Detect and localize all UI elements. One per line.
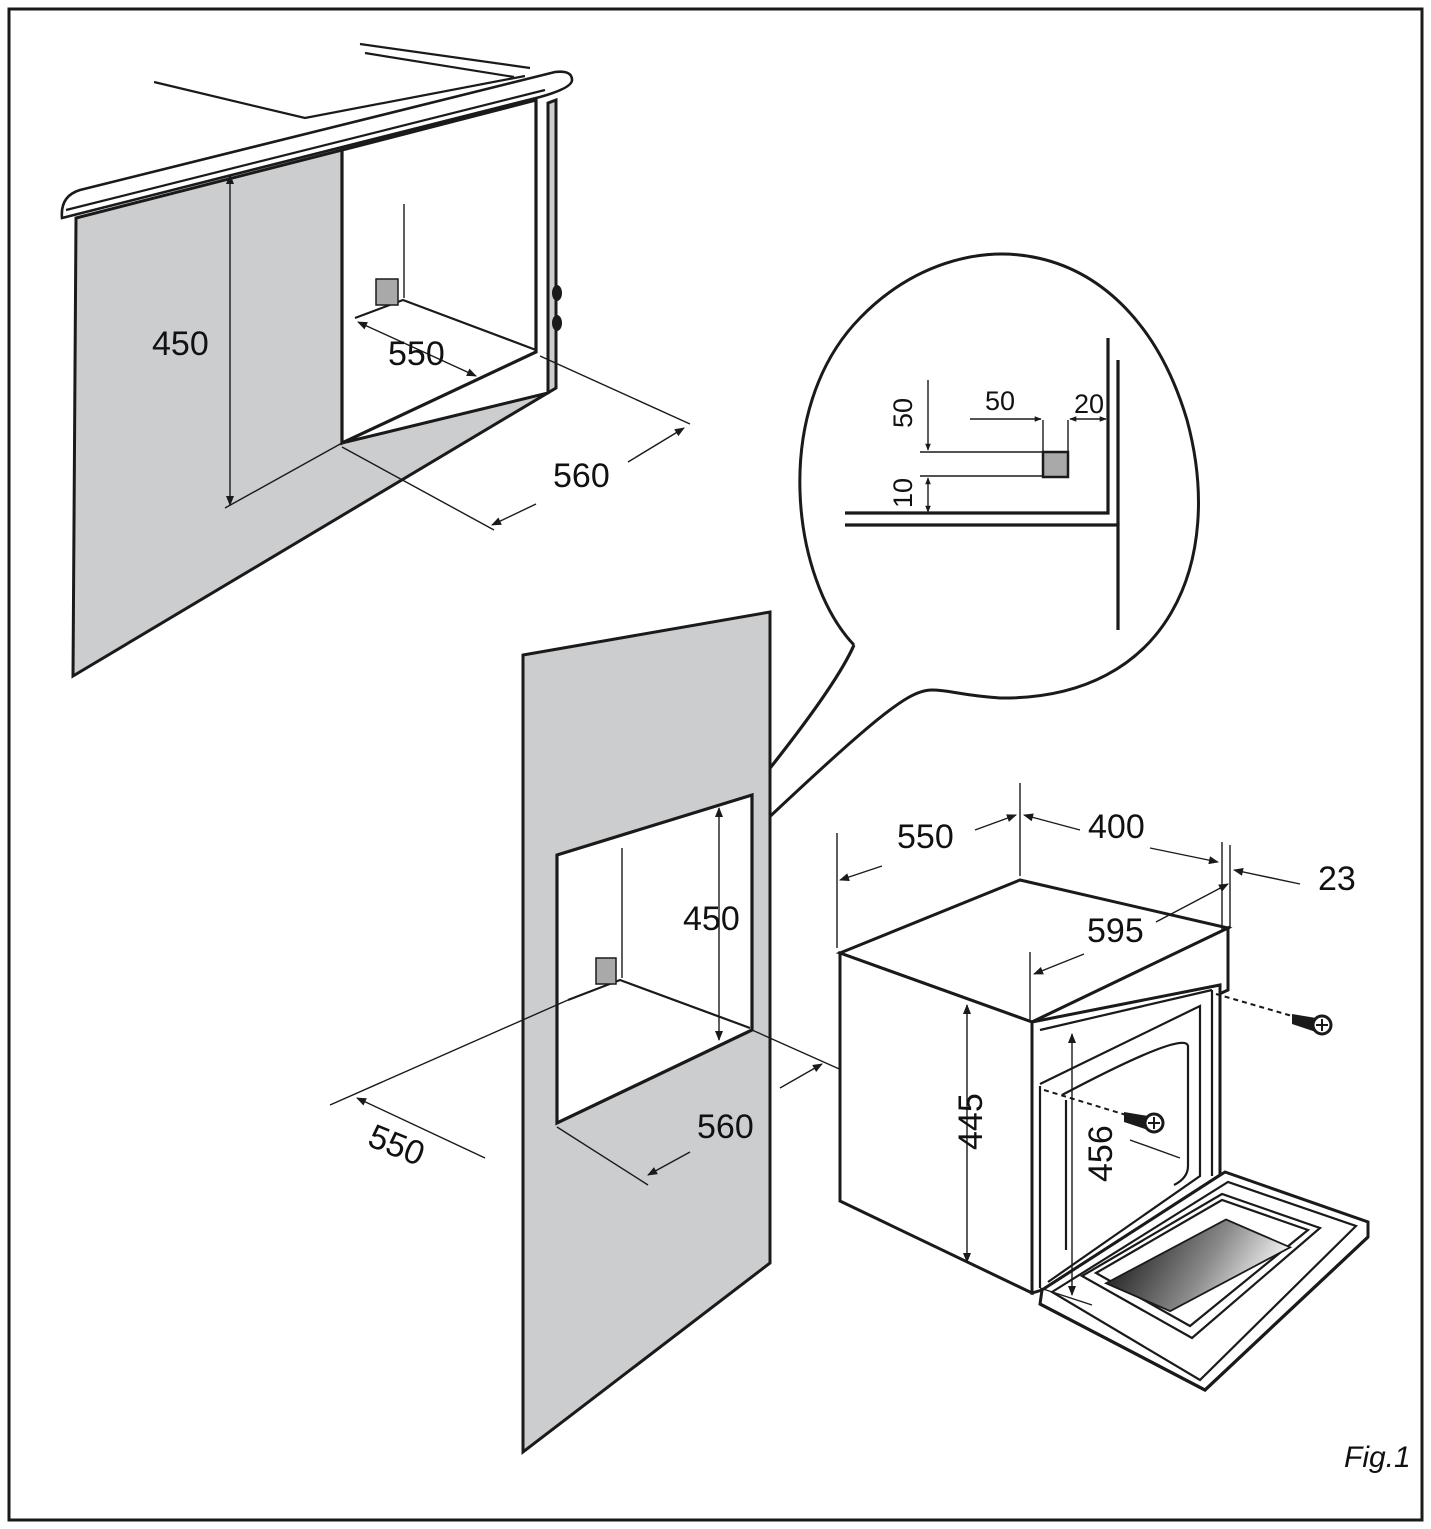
magnifier-outline <box>638 252 1200 942</box>
detail-magnifier: 50 10 50 20 <box>628 252 1200 942</box>
mounting-bracket <box>375 278 399 306</box>
under-counter-installation: 450 550 560 <box>60 42 691 679</box>
oven: 550 400 23 595 445 456 <box>835 783 1370 1392</box>
column-height-label: 450 <box>683 900 740 938</box>
figure-frame <box>7 7 1424 1522</box>
niche-opening <box>340 97 538 446</box>
detail-from-side-label: 50 <box>985 386 1015 416</box>
detail-bracket-height-label: 10 <box>888 478 918 508</box>
detail-bracket-width-label: 20 <box>1074 389 1104 419</box>
column-width-label: 560 <box>697 1108 754 1146</box>
oven-front-height-label: 456 <box>1082 1125 1120 1182</box>
oven-body-height-label: 445 <box>952 1093 990 1150</box>
screw-left-icon <box>1043 1089 1165 1134</box>
under-counter-depth-label: 550 <box>388 335 445 373</box>
oven-front-thickness-label: 23 <box>1318 860 1356 898</box>
oven-width-label: 595 <box>1087 912 1144 950</box>
oven-body-depth-label: 400 <box>1088 808 1145 846</box>
figure-label: Fig.1 <box>1344 1441 1411 1474</box>
screw-right-icon <box>1215 993 1333 1036</box>
under-counter-height-label: 450 <box>152 325 209 363</box>
door-window <box>1103 1218 1293 1313</box>
detail-from-top-label: 50 <box>888 398 918 428</box>
column-mounting-bracket <box>595 957 617 985</box>
detail-bracket <box>1041 450 1070 479</box>
under-counter-width-label: 560 <box>553 457 610 495</box>
oven-depth-label: 550 <box>897 818 954 856</box>
column-installation: 450 550 560 <box>329 610 856 1456</box>
worktop <box>60 70 574 220</box>
column-depth-label: 550 <box>363 1117 430 1173</box>
